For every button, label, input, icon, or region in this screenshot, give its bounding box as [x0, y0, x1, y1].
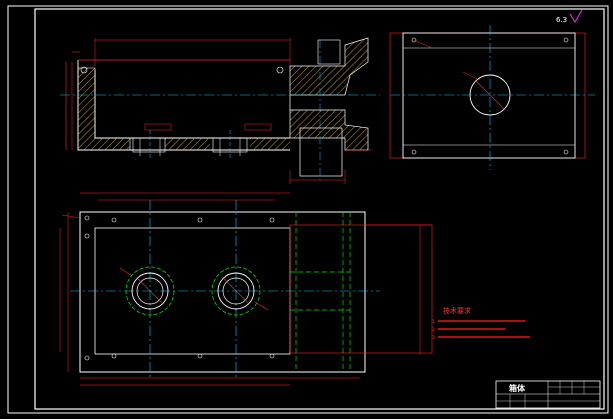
outer-frame: [7, 5, 609, 414]
tech-req-line-1: 1.: [432, 319, 436, 325]
inner-frame: [34, 8, 605, 410]
svg-text:6.3: 6.3: [556, 16, 567, 24]
roughness-corner-mark: 6.3: [556, 9, 583, 24]
title-block: 箱体: [495, 380, 601, 409]
technical-requirements: 技术要求 1. 2. 3.: [432, 306, 530, 341]
tech-req-title: 技术要求: [443, 306, 471, 315]
tech-req-line-2: 2.: [432, 327, 436, 333]
tech-req-line-3: 3.: [432, 335, 436, 341]
top-view: [59, 192, 433, 386]
side-view: [389, 25, 595, 170]
front-section-view: [60, 37, 380, 184]
title-block-part-name: 箱体: [509, 383, 526, 393]
